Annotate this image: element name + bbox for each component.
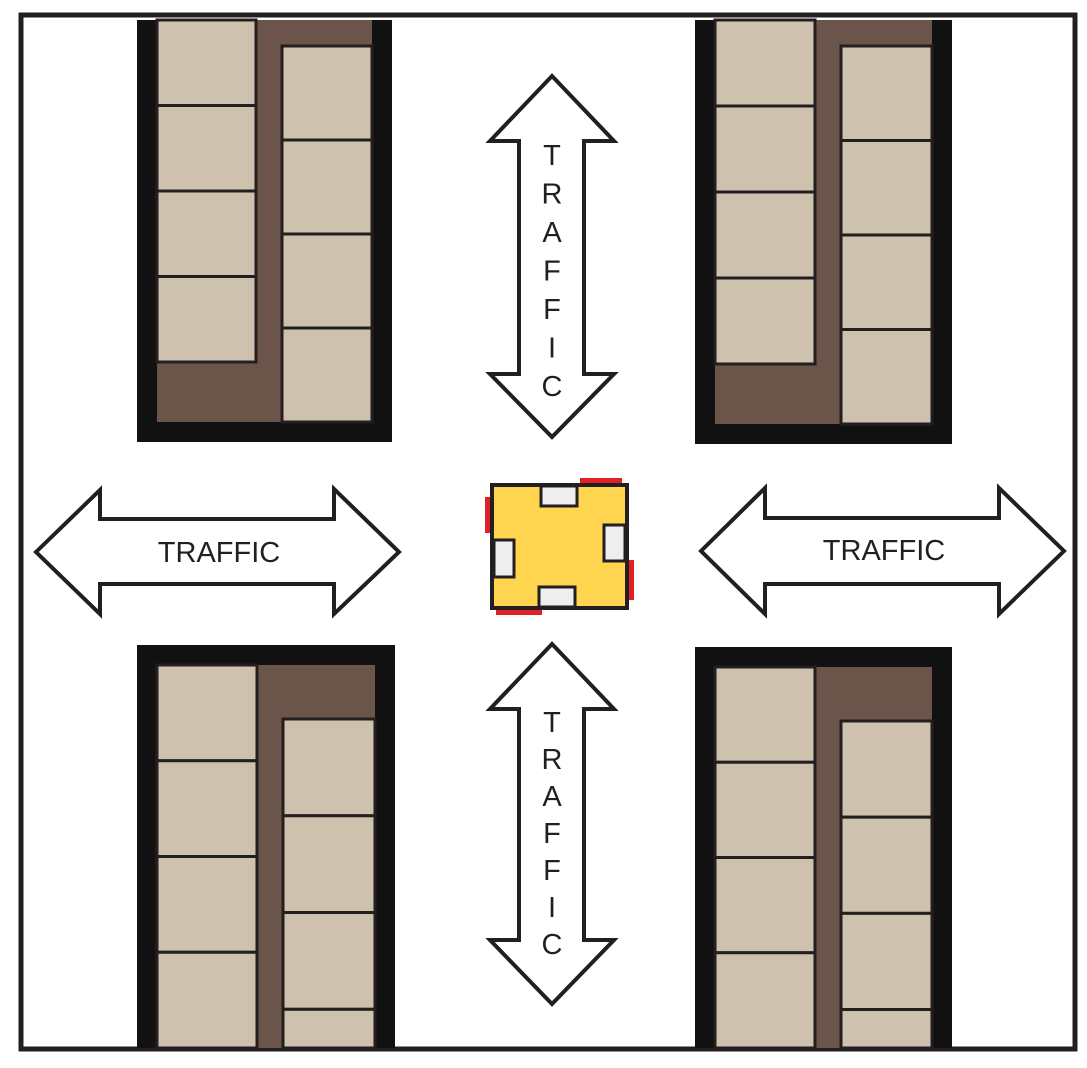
building-tile — [713, 190, 817, 280]
yellow-square-robot-icon — [485, 478, 634, 615]
building-tile — [839, 233, 934, 331]
traffic-label-letter: F — [543, 294, 561, 326]
double-headed-arrow-icon — [33, 484, 402, 619]
building-tile — [155, 663, 259, 763]
traffic-label-letter: F — [543, 855, 561, 887]
double-headed-arrow-icon — [485, 73, 619, 440]
traffic-label-letter: C — [542, 371, 563, 403]
building-tile — [839, 139, 934, 237]
building-tile — [839, 328, 934, 426]
building-tile — [281, 1007, 377, 1050]
building-bottom-left — [137, 645, 395, 1050]
building-tile — [281, 717, 377, 818]
traffic-label-letter: C — [542, 929, 563, 961]
traffic-label-letter: A — [542, 217, 562, 249]
building-tile — [281, 911, 377, 1011]
building-tile — [713, 951, 817, 1050]
building-tile — [155, 759, 259, 858]
traffic-arrow-east: TRAFFIC — [698, 483, 1067, 619]
building-tile — [281, 814, 377, 915]
building-tile — [713, 856, 817, 955]
traffic-arrow-west: TRAFFIC — [33, 484, 402, 619]
building-tile — [839, 1008, 934, 1050]
robot-wheel — [537, 585, 577, 609]
building-bottom-right — [695, 647, 952, 1050]
building-tile — [713, 760, 817, 859]
building-tile — [280, 326, 374, 424]
building-tile — [280, 138, 374, 236]
building-tile — [155, 104, 258, 193]
building-tile — [713, 104, 817, 194]
building-tile — [839, 44, 934, 142]
traffic-label-letter: I — [548, 333, 556, 365]
robot-wheel — [602, 523, 627, 563]
robot-accent — [627, 560, 634, 600]
double-headed-arrow-icon — [698, 483, 1067, 619]
building-tile — [839, 911, 934, 1012]
double-headed-arrow-icon — [485, 641, 619, 1007]
robot-wheel — [539, 484, 579, 508]
building-top-left — [137, 18, 392, 442]
building-tile — [839, 815, 934, 915]
building-top-right — [695, 18, 952, 444]
traffic-label-letter: A — [542, 781, 562, 813]
robot-accent — [485, 497, 492, 533]
traffic-label-letter: I — [548, 892, 556, 924]
building-tile — [155, 18, 258, 107]
building-tile — [713, 18, 817, 108]
building-tile — [280, 232, 374, 330]
building-tile — [280, 44, 374, 142]
traffic-label-letter: T — [543, 140, 561, 172]
traffic-label-letter: F — [543, 818, 561, 850]
building-tile — [713, 665, 817, 764]
traffic-label-letter: T — [543, 707, 561, 739]
building-tile — [713, 276, 817, 366]
traffic-label-letter: F — [543, 256, 561, 288]
robot-accent — [496, 608, 542, 615]
building-tile — [155, 189, 258, 278]
building-tile — [155, 275, 258, 364]
robot-accent — [580, 478, 622, 485]
building-tile — [155, 855, 259, 954]
robot-wheel — [492, 538, 516, 579]
traffic-label-east: TRAFFIC — [823, 535, 945, 567]
traffic-label-west: TRAFFIC — [158, 537, 280, 569]
traffic-label-letter: R — [542, 744, 563, 776]
building-tile — [155, 950, 259, 1050]
traffic-label-letter: R — [542, 179, 563, 211]
building-tile — [839, 719, 934, 819]
